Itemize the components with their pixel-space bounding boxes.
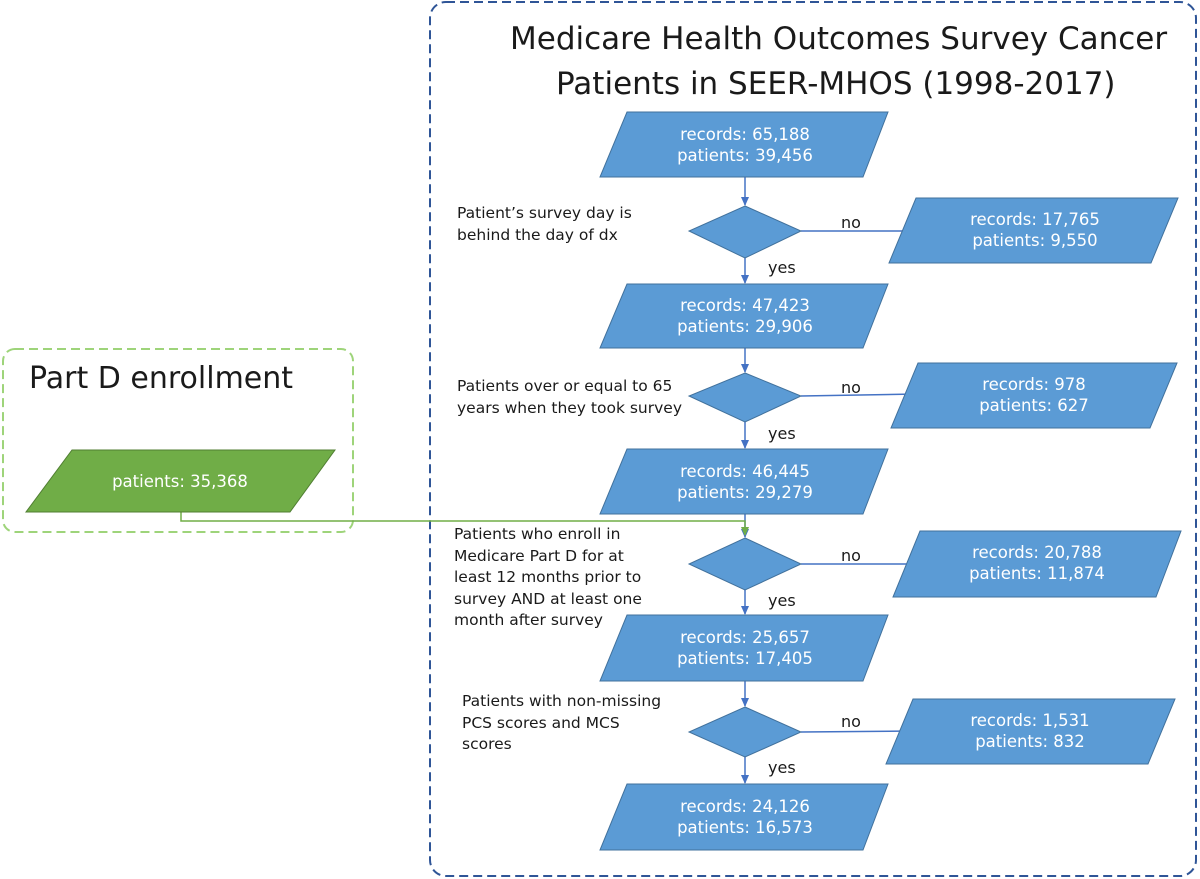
condition-scores: Patients with non-missing PCS scores and…: [462, 691, 661, 756]
condition-partd-line2: Medicare Part D for at: [454, 546, 624, 565]
side-panel-border: [2, 348, 354, 533]
excluded-box-age: [890, 362, 1178, 429]
condition-scores-line3: scores: [462, 735, 512, 753]
excluded-box-partd-records: records: 20,788: [972, 543, 1102, 562]
excluded-box-scores-records: records: 1,531: [970, 711, 1090, 730]
flow-box-initial-patients: patients: 39,456: [677, 146, 813, 165]
decision-diamond-dx: [687, 205, 803, 259]
flow-box-after-partd-patients: patients: 17,405: [677, 649, 813, 668]
condition-dx-line1: Patient’s survey day is: [457, 204, 632, 222]
part-d-box: [25, 449, 336, 513]
main-panel-title-line1: Medicare Health Outcomes Survey Cancer: [510, 21, 1168, 57]
arrow-d4-e4: [800, 727, 913, 736]
excluded-box-dx-text: records: 17,765 patients: 9,550: [910, 209, 1160, 251]
yes-label-scores: yes: [768, 758, 796, 777]
part-d-box-patients: patients: 35,368: [112, 472, 248, 491]
flow-box-after-age-text: records: 46,445 patients: 29,279: [620, 461, 870, 503]
no-label-partd: no: [841, 546, 861, 565]
decision-diamond-partd: [687, 537, 803, 591]
excluded-box-age-text: records: 978 patients: 627: [909, 374, 1159, 416]
excluded-box-age-records: records: 978: [982, 375, 1086, 394]
condition-partd-line5: month after survey: [454, 611, 603, 629]
excluded-box-scores-text: records: 1,531 patients: 832: [905, 710, 1155, 752]
condition-dx-line2: behind the day of dx: [457, 225, 618, 244]
flow-box-after-dx: [599, 283, 889, 349]
flow-box-after-dx-patients: patients: 29,906: [677, 317, 813, 336]
flow-box-after-age: [599, 448, 889, 515]
excluded-box-scores: [885, 698, 1176, 765]
no-label-dx: no: [841, 213, 861, 232]
flow-box-initial-text: records: 65,188 patients: 39,456: [620, 124, 870, 166]
decision-diamond-age: [687, 372, 803, 423]
yes-label-age: yes: [768, 424, 796, 443]
flow-box-initial-records: records: 65,188: [680, 125, 810, 144]
excluded-box-dx: [888, 197, 1179, 264]
excluded-box-age-patients: patients: 627: [979, 396, 1089, 415]
flow-box-final: [599, 783, 889, 851]
flow-box-after-partd-records: records: 25,657: [680, 628, 810, 647]
flow-box-initial: [599, 111, 889, 178]
yes-label-dx: yes: [768, 258, 796, 277]
excluded-box-dx-patients: patients: 9,550: [972, 231, 1098, 250]
arrow-d2-e2: [800, 390, 918, 399]
part-d-box-text: patients: 35,368: [60, 471, 300, 492]
side-panel-title: Part D enrollment: [29, 361, 294, 396]
flow-box-final-records: records: 24,126: [680, 797, 810, 816]
condition-scores-line2: PCS scores and MCS: [462, 713, 620, 732]
flow-box-after-dx-text: records: 47,423 patients: 29,906: [620, 295, 870, 337]
no-label-scores: no: [841, 712, 861, 731]
condition-age: Patients over or equal to 65 years when …: [457, 376, 682, 419]
flow-box-after-age-patients: patients: 29,279: [677, 483, 813, 502]
condition-age-line1: Patients over or equal to 65: [457, 377, 673, 395]
no-label-age: no: [841, 378, 861, 397]
main-panel-border: [429, 1, 1197, 877]
excluded-box-partd: [892, 530, 1182, 598]
condition-partd: Patients who enroll in Medicare Part D f…: [454, 524, 642, 632]
excluded-box-dx-records: records: 17,765: [970, 210, 1100, 229]
condition-dx: Patient’s survey day is behind the day o…: [457, 203, 632, 246]
excluded-box-scores-patients: patients: 832: [975, 732, 1085, 751]
flow-box-after-partd: [599, 614, 889, 682]
excluded-box-partd-patients: patients: 11,874: [969, 564, 1105, 583]
condition-age-line2: years when they took survey: [457, 398, 683, 417]
flow-box-after-dx-records: records: 47,423: [680, 296, 810, 315]
flow-box-final-text: records: 24,126 patients: 16,573: [620, 796, 870, 838]
main-panel-title-line2: Patients in SEER-MHOS (1998-2017): [556, 66, 1116, 102]
excluded-box-partd-text: records: 20,788 patients: 11,874: [912, 542, 1162, 584]
condition-scores-line1: Patients with non-missing: [462, 692, 662, 710]
flow-box-after-age-records: records: 46,445: [680, 462, 810, 481]
flow-box-final-patients: patients: 16,573: [677, 818, 813, 837]
flow-box-after-partd-text: records: 25,657 patients: 17,405: [620, 627, 870, 669]
condition-partd-line1: Patients who enroll in: [454, 525, 621, 543]
connector-part-d: [180, 512, 749, 536]
decision-diamond-scores: [687, 706, 803, 758]
condition-partd-line4: survey AND at least one: [454, 589, 642, 608]
condition-partd-line3: least 12 months prior to: [454, 568, 642, 586]
yes-label-partd: yes: [768, 591, 796, 610]
